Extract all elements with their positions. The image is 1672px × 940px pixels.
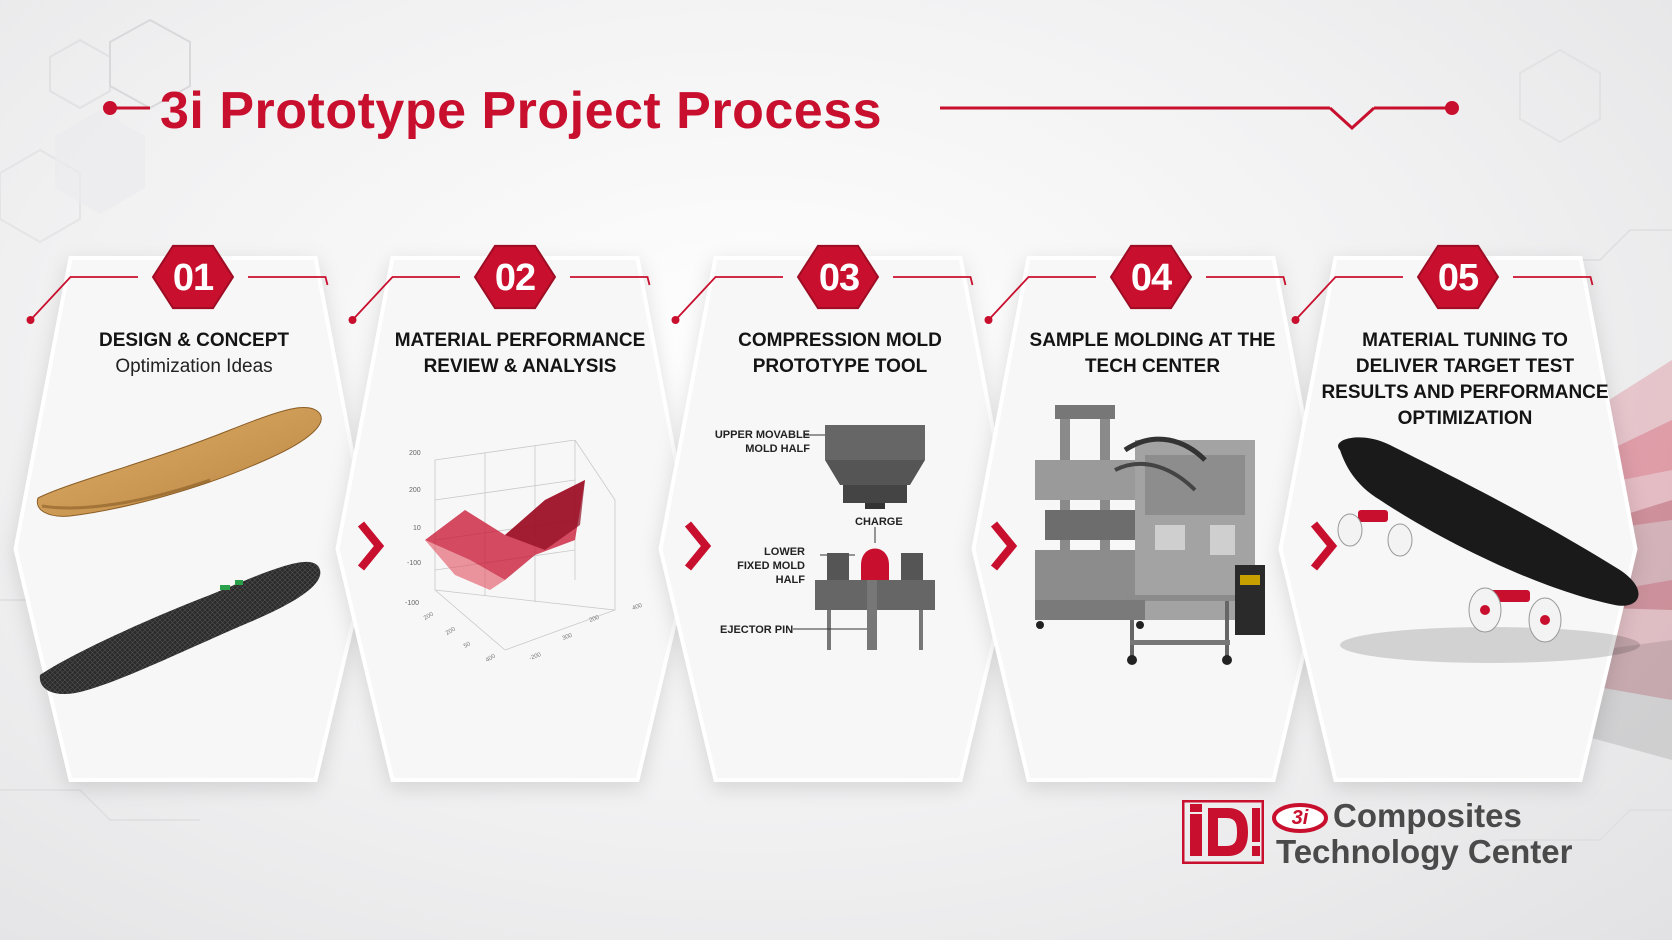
chevron-right-icon bbox=[1310, 521, 1338, 571]
step-number-1: 01 bbox=[172, 257, 214, 299]
step-title-4: SAMPLE MOLDING AT THE TECH CENTER bbox=[1029, 330, 1276, 377]
step-card-2 bbox=[335, 256, 695, 782]
3i-badge: 3i bbox=[1272, 802, 1332, 834]
connector-dot-5 bbox=[1291, 316, 1300, 324]
charge-label: CHARGE bbox=[855, 516, 903, 528]
z-tick: -100 bbox=[407, 560, 421, 567]
skateboard-deck-image bbox=[36, 407, 322, 695]
chevron-right-icon bbox=[684, 521, 712, 571]
connector-dot-1 bbox=[26, 316, 35, 324]
z-tick: 200 bbox=[409, 450, 421, 457]
connector-dot-3 bbox=[671, 316, 680, 324]
x-tick: 200 bbox=[445, 626, 457, 637]
finished-skateboard-image bbox=[1337, 437, 1640, 663]
upper-mold-label: UPPER MOVABLE MOLD HALF bbox=[714, 429, 810, 455]
ejector-pin-label: EJECTOR PIN bbox=[720, 624, 794, 636]
x-tick: 200 bbox=[423, 611, 435, 622]
surface-plot-image: 200 200 10 -100 -100 200 200 50 400 400 … bbox=[405, 440, 644, 664]
molding-press-image bbox=[1035, 405, 1265, 665]
step-number-5: 05 bbox=[1437, 257, 1479, 299]
step-badge-3 bbox=[796, 244, 880, 310]
connector-line-4 bbox=[987, 276, 1287, 321]
connector-dot-4 bbox=[984, 316, 993, 324]
z-tick: -100 bbox=[405, 600, 419, 607]
chevron-right-icon bbox=[990, 521, 1018, 571]
3i-badge-text: 3i bbox=[1291, 807, 1309, 829]
step-badge-5 bbox=[1416, 244, 1500, 310]
x-tick: 50 bbox=[463, 641, 472, 650]
connector-line-1 bbox=[29, 276, 329, 321]
step-title-5: MATERIAL TUNING TO DELIVER TARGET TEST R… bbox=[1321, 330, 1609, 429]
connector-line-3 bbox=[674, 276, 974, 321]
page-title: 3i Prototype Project Process bbox=[160, 82, 883, 140]
x-tick: 400 bbox=[485, 653, 497, 664]
step-subtitle-1: Optimization Ideas bbox=[115, 356, 273, 377]
step-badge-4 bbox=[1109, 244, 1193, 310]
step-badge-2 bbox=[473, 244, 557, 310]
step-number-2: 02 bbox=[494, 257, 536, 299]
step-number-3: 03 bbox=[818, 257, 860, 299]
logo-line-1: Composites bbox=[1333, 797, 1522, 834]
connector-line-2 bbox=[351, 276, 651, 321]
chevron-right-icon bbox=[357, 521, 385, 571]
compression-mold-diagram bbox=[793, 425, 935, 650]
y-tick: 400 bbox=[632, 603, 644, 612]
step-badge-1 bbox=[151, 244, 235, 310]
step-title-2: MATERIAL PERFORMANCE REVIEW & ANALYSIS bbox=[394, 330, 646, 377]
y-tick: -200 bbox=[529, 652, 543, 662]
logo-line-2: Technology Center bbox=[1276, 833, 1573, 870]
step-card-3 bbox=[658, 256, 1018, 782]
idi-logo-mark bbox=[1182, 800, 1264, 864]
connector-dot-2 bbox=[348, 316, 357, 324]
step-title-3: COMPRESSION MOLD PROTOTYPE TOOL bbox=[738, 330, 942, 377]
z-tick: 10 bbox=[413, 525, 421, 532]
lower-mold-label: LOWER FIXED MOLD HALF bbox=[737, 546, 805, 586]
step-title-1: DESIGN & CONCEPT bbox=[98, 330, 290, 351]
step-number-4: 04 bbox=[1130, 257, 1172, 299]
y-tick: 300 bbox=[562, 633, 574, 642]
y-tick: 200 bbox=[589, 615, 601, 624]
title-rule bbox=[103, 101, 1459, 131]
connector-line-5 bbox=[1294, 276, 1594, 321]
z-tick: 200 bbox=[409, 487, 421, 494]
